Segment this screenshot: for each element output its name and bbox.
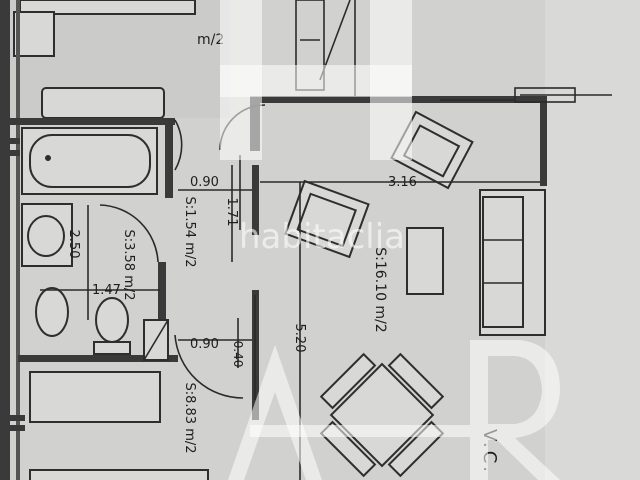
nightstand-top	[13, 11, 55, 57]
armchair-2	[284, 179, 370, 259]
bidet	[35, 287, 69, 337]
window-top-right	[440, 87, 612, 103]
dim-living-length: 5.20	[292, 324, 307, 353]
bedroom-bottom	[29, 371, 209, 480]
chair-1	[387, 352, 445, 410]
bedroom-top-area: m/2	[197, 32, 224, 48]
toilet-tank	[93, 341, 131, 355]
dim-corridor-width-bottom: 0.90	[190, 337, 219, 352]
watermark-logo	[220, 0, 560, 480]
wall-bath-right-bottom	[158, 262, 166, 357]
watermark-bar	[250, 425, 470, 437]
wall-left-inner	[16, 0, 20, 480]
bedroom-bottom-area: S:8.83 m/2	[182, 382, 197, 453]
dim-bathroom-width: 1.47	[92, 283, 121, 298]
dining-table	[329, 362, 435, 468]
dim-corridor-width-top: 0.90	[190, 175, 219, 190]
wall-stub-4	[0, 425, 25, 431]
door-arc-bedroom	[174, 334, 244, 399]
washbasin	[27, 215, 65, 257]
wall-stub-1	[0, 138, 20, 144]
chair-3	[319, 352, 377, 410]
watermark-r	[470, 340, 560, 480]
coffee-table	[406, 227, 444, 295]
dim-bathroom-depth: 2.50	[66, 230, 81, 259]
corridor-area: S:1.54 m/2	[182, 196, 197, 267]
bathroom-fixtures	[21, 127, 169, 361]
wall-bath-top	[10, 118, 175, 125]
toilet-bowl	[95, 297, 129, 343]
wall-living-right	[540, 96, 547, 186]
watermark-a	[228, 345, 322, 480]
bedroom-top	[10, 0, 230, 119]
wall-stub-3	[0, 415, 25, 421]
paper-margin	[545, 0, 640, 480]
wall-bath-bottom	[18, 355, 178, 362]
sofa-seat	[482, 196, 524, 328]
wall-left-outer	[0, 0, 10, 480]
radiator-top	[41, 87, 165, 119]
bathtub-drain	[45, 155, 51, 161]
bathtub-basin	[29, 134, 151, 188]
door-arc-bath-top	[174, 119, 183, 171]
dim-corridor-length: 1.71	[224, 198, 239, 227]
dim-wall-small: 0.40	[231, 341, 245, 368]
dim-living-width: 3.16	[388, 175, 417, 190]
living-area: S:16.10 m/2	[372, 247, 388, 332]
door-arc-bath	[99, 204, 159, 263]
radiator-bottom	[29, 469, 209, 480]
watermark-brand-text: habitaclia	[239, 217, 405, 257]
shaft-cross	[143, 319, 169, 361]
bathroom-area: S:3.58 m/2	[121, 229, 136, 300]
watermark-h-bar	[220, 65, 412, 97]
wall-corridor-right-top	[252, 165, 259, 235]
wall-stub-2	[0, 150, 20, 156]
bed-bottom	[29, 371, 161, 423]
wall-bath-right-top	[165, 118, 173, 198]
